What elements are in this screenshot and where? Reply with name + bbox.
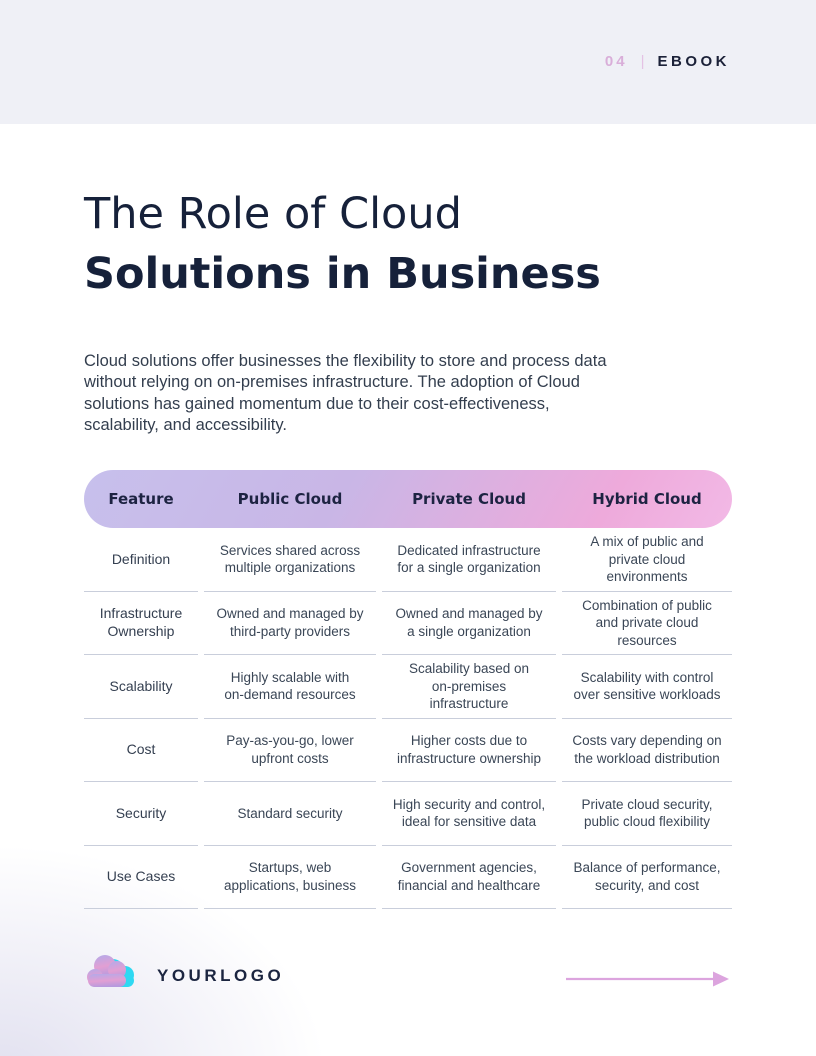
table-cell-private-cloud: Dedicated infrastructure for a single or… — [382, 528, 556, 592]
page-title-line2: Solutions in Business — [84, 249, 601, 299]
table-cell-hybrid-cloud: A mix of public and private cloud enviro… — [562, 528, 732, 592]
column-header-private-cloud: Private Cloud — [412, 490, 526, 508]
table-cell-hybrid-cloud: Scalability with control over sensitive … — [562, 655, 732, 719]
table-cell-public-cloud: Startups, web applications, business — [204, 846, 376, 909]
logo-text: YOURLOGO — [157, 965, 285, 985]
page-header-tag: 04 | EBOOK — [605, 53, 730, 70]
table-cell-public-cloud: Owned and managed by third-party provide… — [204, 592, 376, 655]
column-header-feature: Feature — [108, 490, 174, 508]
table-cell-hybrid-cloud: Private cloud security, public cloud fle… — [562, 782, 732, 846]
column-header-hybrid-cloud: Hybrid Cloud — [592, 490, 702, 508]
page-title: The Role of Cloud Solutions in Business — [84, 184, 601, 304]
table-cell-feature: Cost — [84, 719, 198, 782]
table-cell-feature: Use Cases — [84, 846, 198, 909]
table-cell-feature: Security — [84, 782, 198, 846]
table-cell-public-cloud: Services shared across multiple organiza… — [204, 528, 376, 592]
header-separator: | — [640, 53, 645, 70]
intro-paragraph: Cloud solutions offer businesses the fle… — [84, 352, 607, 434]
table-cell-private-cloud: Higher costs due to infrastructure owner… — [382, 719, 556, 782]
page-number: 04 — [604, 53, 628, 70]
table-cell-private-cloud: Owned and managed by a single organizati… — [382, 592, 556, 655]
table-cell-public-cloud: Standard security — [204, 782, 376, 846]
arrow-right-icon — [565, 969, 731, 994]
table-cell-private-cloud: High security and control, ideal for sen… — [382, 782, 556, 846]
page-title-line1: The Role of Cloud — [84, 189, 462, 239]
table-cell-feature: Scalability — [84, 655, 198, 719]
table-cell-hybrid-cloud: Costs vary depending on the workload dis… — [562, 719, 732, 782]
footer-logo: YOURLOGO — [84, 951, 284, 1000]
cloud-comparison-table: Feature Public Cloud Private Cloud Hybri… — [84, 470, 732, 909]
table-cell-public-cloud: Highly scalable with on-demand resources — [204, 655, 376, 719]
table-cell-feature: Definition — [84, 528, 198, 592]
cloud-logo-icon — [84, 951, 142, 1000]
table-body: Definition Services shared across multip… — [84, 528, 732, 909]
table-cell-public-cloud: Pay-as-you-go, lower upfront costs — [204, 719, 376, 782]
table-cell-hybrid-cloud: Balance of performance, security, and co… — [562, 846, 732, 909]
column-header-public-cloud: Public Cloud — [237, 490, 343, 508]
table-cell-private-cloud: Government agencies, financial and healt… — [382, 846, 556, 909]
table-cell-hybrid-cloud: Combination of public and private cloud … — [562, 592, 732, 655]
table-cell-feature: Infrastructure Ownership — [84, 592, 198, 655]
ebook-label: EBOOK — [657, 53, 730, 70]
table-header-row: Feature Public Cloud Private Cloud Hybri… — [84, 470, 732, 528]
table-cell-private-cloud: Scalability based on on-premises infrast… — [382, 655, 556, 719]
